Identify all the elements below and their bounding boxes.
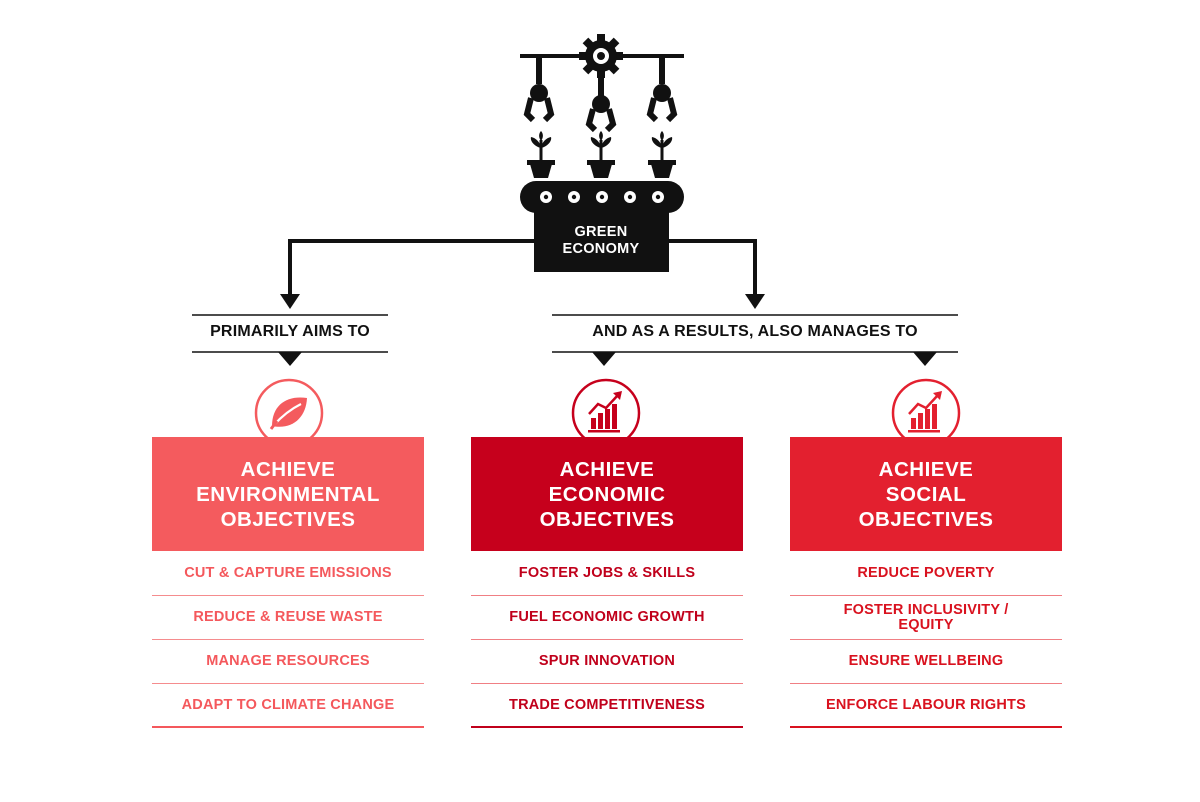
list-item: ENFORCE LABOUR RIGHTS: [790, 684, 1062, 728]
robot-claw-icon: [585, 72, 617, 133]
header-line: OBJECTIVES: [539, 507, 675, 531]
list-item: CUT & CAPTURE EMISSIONS: [152, 552, 424, 596]
header-line: SOCIAL: [885, 482, 967, 506]
header-line: ACHIEVE: [878, 457, 974, 481]
list-item: REDUCE POVERTY: [790, 552, 1062, 596]
environmental-objectives-header: ACHIEVE ENVIRONMENTAL OBJECTIVES: [152, 437, 424, 551]
right-label-bracket: [552, 314, 958, 366]
robot-claw-icon: [523, 58, 555, 123]
list-item: SPUR INNOVATION: [471, 640, 743, 684]
center-title-line2: ECONOMY: [562, 241, 640, 257]
leaf-icon: [254, 378, 324, 448]
list-item: ADAPT TO CLIMATE CHANGE: [152, 684, 424, 728]
header-line: ACHIEVE: [559, 457, 655, 481]
economic-objectives-list: FOSTER JOBS & SKILLS FUEL ECONOMIC GROWT…: [471, 552, 743, 728]
robot-claw-icon: [646, 58, 678, 123]
left-label-bracket: [192, 314, 388, 366]
plant-pot-icon: [587, 131, 615, 178]
list-item: FOSTER JOBS & SKILLS: [471, 552, 743, 596]
list-item: ENSURE WELLBEING: [790, 640, 1062, 684]
left-branch-label: PRIMARILY AIMS TO: [210, 323, 370, 340]
social-objectives-header: ACHIEVE SOCIAL OBJECTIVES: [790, 437, 1062, 551]
right-branch-label: AND AS A RESULTS, ALSO MANAGES TO: [592, 323, 918, 340]
center-title-line1: GREEN: [574, 224, 628, 240]
connector-left: [280, 239, 534, 309]
plant-pot-icon: [527, 131, 555, 178]
environmental-objectives-list: CUT & CAPTURE EMISSIONS REDUCE & REUSE W…: [152, 552, 424, 728]
list-item: FUEL ECONOMIC GROWTH: [471, 596, 743, 640]
header-line: ECONOMIC: [548, 482, 666, 506]
conveyor-belt-icon: [520, 181, 684, 272]
header-line: OBJECTIVES: [858, 507, 994, 531]
connector-right: [669, 239, 765, 309]
list-item: MANAGE RESOURCES: [152, 640, 424, 684]
header-line: ENVIRONMENTAL: [196, 482, 380, 506]
header-line: ACHIEVE: [240, 457, 336, 481]
list-item: REDUCE & REUSE WASTE: [152, 596, 424, 640]
list-item: FOSTER INCLUSIVITY / EQUITY: [790, 596, 1062, 640]
social-objectives-list: REDUCE POVERTY FOSTER INCLUSIVITY / EQUI…: [790, 552, 1062, 728]
economic-objectives-header: ACHIEVE ECONOMIC OBJECTIVES: [471, 437, 743, 551]
gear-icon: [579, 34, 623, 78]
header-line: OBJECTIVES: [220, 507, 356, 531]
green-economy-label: GREEN ECONOMY: [530, 224, 672, 258]
plant-pot-icon: [648, 131, 676, 178]
list-item: TRADE COMPETITIVENESS: [471, 684, 743, 728]
